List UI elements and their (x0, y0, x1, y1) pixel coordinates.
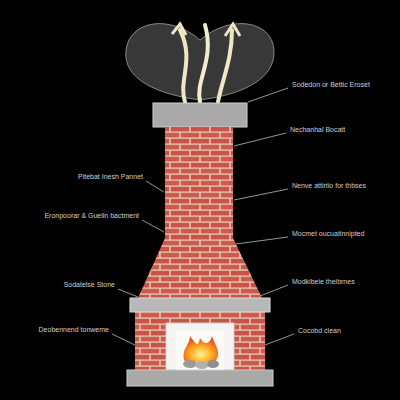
part-label: Nenve attirtio for thbses (292, 181, 366, 190)
part-label: Deobennend tonweme (39, 325, 109, 334)
part-label: Nechanhal Bocatt (290, 125, 345, 134)
part-label: Cocobd clean (298, 326, 341, 335)
part-label: Sodedon or Bettic Eroset (292, 80, 370, 89)
part-label: Modkibeie theibrnes (292, 277, 355, 286)
part-label: Eronpoorar & Guelin bactment (44, 211, 139, 220)
part-label: Sodatelse Stone (64, 280, 115, 289)
part-label: Pitebat Inesh Pannet (78, 172, 143, 181)
part-label: Mocmet oucuatinnipted (292, 229, 364, 238)
